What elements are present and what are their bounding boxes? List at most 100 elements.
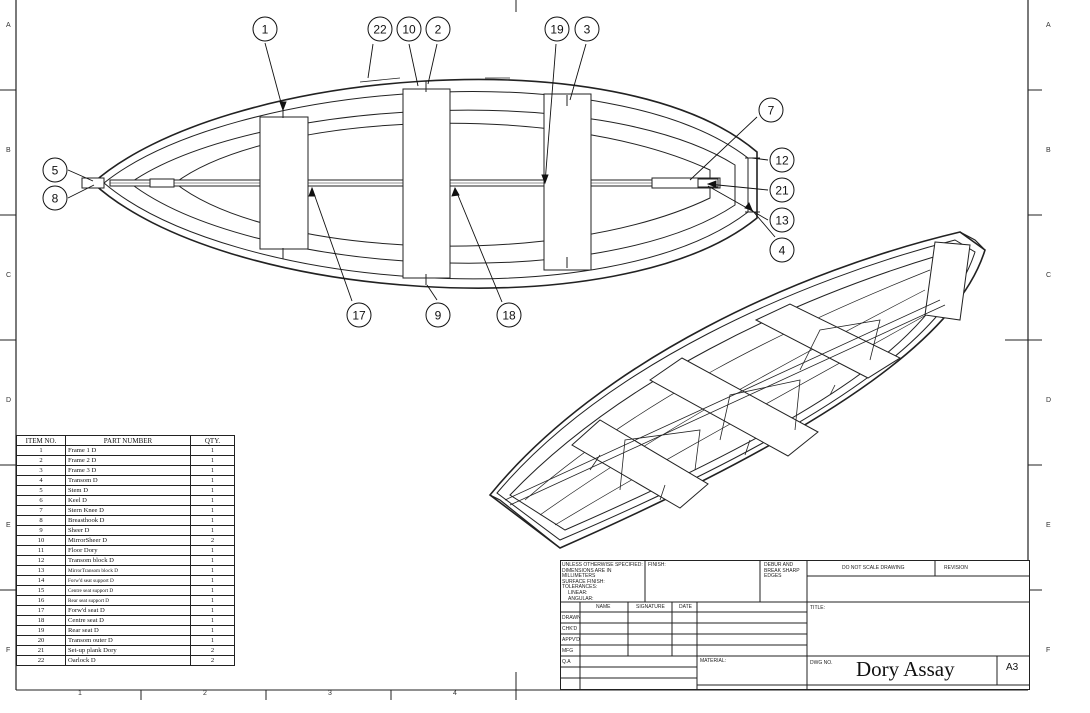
- balloon-label: 19: [550, 23, 564, 37]
- zone-col-4: 4: [453, 690, 457, 697]
- tb-qa: Q.A: [562, 659, 571, 665]
- bom-item-no: 16: [16, 595, 66, 606]
- bom-item-no: 17: [16, 605, 66, 616]
- drawing-title: Dory Assay: [856, 657, 955, 681]
- isometric-view: [488, 231, 986, 549]
- bom-part-number: Frame 2 D: [65, 455, 191, 466]
- bom-qty: 1: [190, 605, 235, 616]
- bom-part-number: Transom outer D: [65, 635, 191, 646]
- balloon: 17: [346, 302, 372, 328]
- balloon: 18: [496, 302, 522, 328]
- balloon: 19: [544, 16, 570, 42]
- bom-part-number: Oarlock D: [65, 655, 191, 666]
- bom-item-no: 6: [16, 495, 66, 506]
- bom-qty: 1: [190, 625, 235, 636]
- tb-date-header: DATE: [679, 604, 692, 610]
- forward-seat: [259, 116, 309, 250]
- zone-right-b: B: [1046, 147, 1051, 154]
- zone-right-e: E: [1046, 522, 1051, 529]
- bom-item-no: 13: [16, 565, 66, 576]
- bom-qty: 1: [190, 465, 235, 476]
- bom-part-number: Keel D: [65, 495, 191, 506]
- bom-part-number: Breasthook D: [65, 515, 191, 526]
- balloon: 12: [769, 147, 795, 173]
- balloon-leaders: [67, 42, 776, 303]
- balloon-label: 9: [435, 309, 442, 323]
- balloon: 13: [769, 207, 795, 233]
- bom-qty: 1: [190, 475, 235, 486]
- bom-item-no: 2: [16, 455, 66, 466]
- zone-col-1: 1: [78, 690, 82, 697]
- bom-item-no: 20: [16, 635, 66, 646]
- tb-dims-line: DIMENSIONS ARE IN MILLIMETERS: [562, 567, 612, 580]
- balloon: 3: [574, 16, 600, 42]
- bom-qty: 1: [190, 495, 235, 506]
- bom-item-no: 22: [16, 655, 66, 666]
- bom-part-number: Floor Dory: [65, 545, 191, 556]
- tb-appvd: APPV'D: [562, 637, 580, 643]
- tb-tol-line: TOLERANCES:: [562, 584, 598, 591]
- zone-right-c: C: [1046, 272, 1052, 279]
- zone-col-3: 3: [328, 690, 332, 697]
- tb-revision: REVISION: [944, 565, 968, 571]
- balloon-label: 4: [779, 244, 786, 258]
- iso-centre-seat: [649, 357, 819, 457]
- bom-qty: 1: [190, 525, 235, 536]
- stem: [81, 177, 105, 189]
- bom-header-row: ITEM NO. PART NUMBER QTY.: [16, 435, 235, 446]
- iso-transom: [924, 241, 971, 321]
- iso-forward-seat: [571, 419, 709, 509]
- bom-part-number: MirrorSheer D: [65, 535, 191, 546]
- bom-qty: 1: [190, 555, 235, 566]
- centre-seat: [402, 88, 451, 279]
- balloon-label: 13: [775, 214, 789, 228]
- bom-part-number: Forw'd seat support D: [65, 575, 191, 586]
- zone-left-e: E: [6, 522, 11, 529]
- bom-qty: 1: [190, 485, 235, 496]
- tb-do-not-scale: DO NOT SCALE DRAWING: [842, 565, 905, 571]
- bom-qty: 1: [190, 515, 235, 526]
- zone-left-b: B: [6, 147, 11, 154]
- tb-unless-specified: UNLESS OTHERWISE SPECIFIED: DIMENSIONS A…: [562, 562, 644, 602]
- bom-qty: 1: [190, 545, 235, 556]
- rear-seat: [543, 93, 592, 271]
- bom-item-no: 18: [16, 615, 66, 626]
- balloon-label: 17: [352, 309, 366, 323]
- bom-part-number: Frame 1 D: [65, 445, 191, 456]
- bom-item-no: 1: [16, 445, 66, 456]
- bom-part-number: Stern Knee D: [65, 505, 191, 516]
- balloon-label: 12: [775, 154, 789, 168]
- bom-item-no: 5: [16, 485, 66, 496]
- balloon: 1: [252, 16, 278, 42]
- iso-rear-seat: [754, 303, 902, 379]
- balloon: 5: [42, 157, 68, 183]
- bom-qty: 2: [190, 535, 235, 546]
- bom-part-number: Rear seat D: [65, 625, 191, 636]
- balloon: 4: [769, 237, 795, 263]
- bom-item-no: 19: [16, 625, 66, 636]
- balloon: 22: [367, 16, 393, 42]
- balloon-label: 1: [262, 23, 269, 37]
- gunwale-inner: [103, 91, 749, 280]
- balloon: 2: [425, 16, 451, 42]
- bom-item-no: 3: [16, 465, 66, 476]
- tb-surface-line: SURFACE FINISH:: [562, 578, 605, 585]
- tb-name-header: NAME: [596, 604, 611, 610]
- zone-right-d: D: [1046, 397, 1052, 404]
- bom-part-number: Transom block D: [65, 555, 191, 566]
- bom-header-qty: QTY.: [190, 435, 235, 446]
- bom-qty: 1: [190, 615, 235, 626]
- bom-part-number: Rear seat support D: [65, 595, 191, 606]
- tb-finish: FINISH:: [648, 562, 666, 568]
- tb-material-label: MATERIAL:: [700, 658, 727, 664]
